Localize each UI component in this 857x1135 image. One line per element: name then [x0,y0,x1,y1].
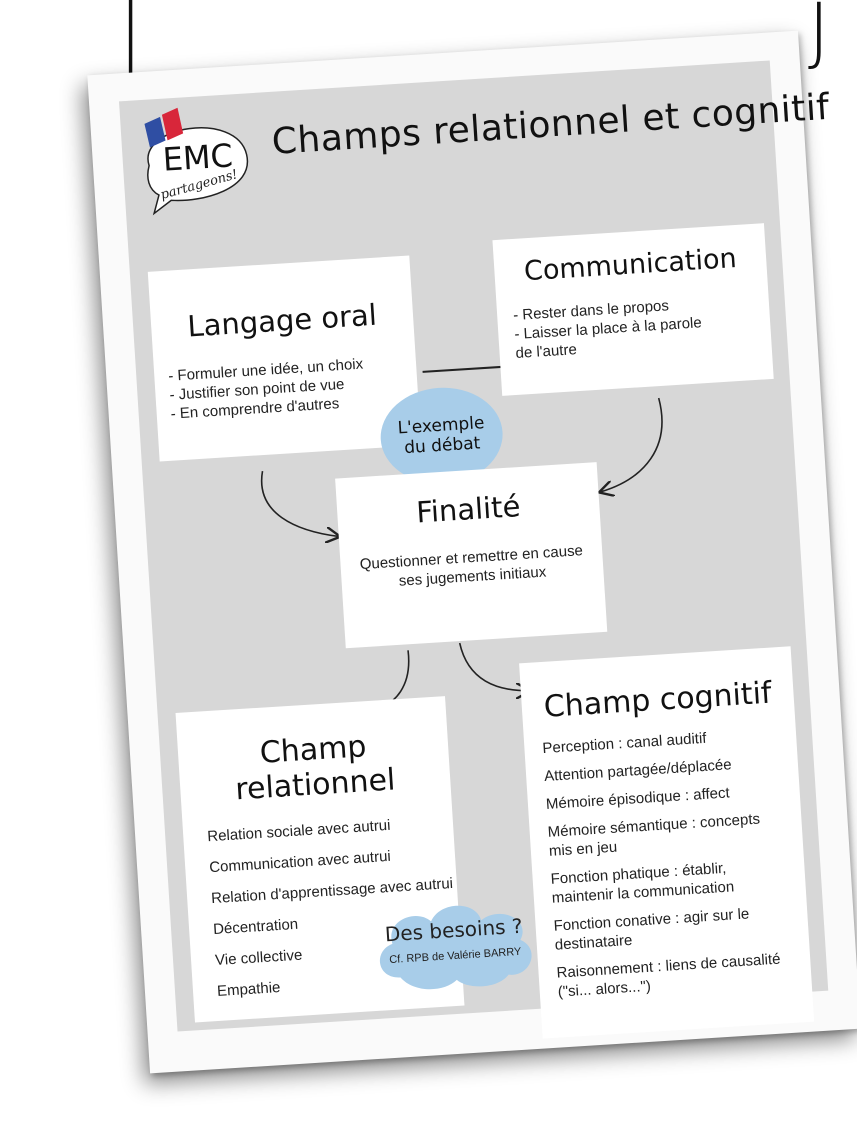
list-item: Perception : canal auditif [541,729,707,758]
top-handwriting-fragment-right: J [808,0,830,74]
top-handwriting-fragment-left: | [118,0,143,74]
arrow-communication-to-finalite [595,397,663,492]
flag-red-icon [161,107,184,141]
list-item: Attention partagée/déplacée [543,756,733,786]
arrow-langage-to-finalite [260,470,339,541]
needs-cloud: Des besoins ? Cf. RPB de Valérie BARRY [366,891,544,998]
list-item: Mémoire épisodique : affect [545,784,731,813]
finalite-box: Finalité Questionner et remettre en caus… [335,462,608,649]
cloud-icon [379,905,532,990]
list-item: Mémoire sémantique : concepts mis en jeu [547,810,761,860]
poster-sheet: EMC partageons! Champs relationnel et co… [87,30,857,1074]
arrow-finalite-to-cognitif [458,642,529,695]
list-item: Fonction phatique : établir, maintenir l… [550,859,735,907]
logo-letters: EMC [162,136,234,178]
list-item: Relation sociale avec autrui [206,816,391,846]
list-item: Communication avec autrui [208,847,392,877]
emc-logo: EMC partageons! [144,107,249,216]
list-item: Fonction conative : agir sur le destinat… [553,905,750,954]
arrows-layer [260,397,663,1031]
poster-panel: EMC partageons! Champs relationnel et co… [119,60,831,1039]
champ-relationnel-heading: Champ relationnel [234,729,397,808]
champ-cognitif-box: Champ cognitif Perception : canal auditi… [519,646,815,1039]
champ-cognitif-list: Perception : canal auditif Attention par… [523,709,812,1003]
list-item: Raisonnement : liens de causalité ("si..… [556,950,781,1001]
flag-blue-icon [144,116,166,148]
communication-box: Communication - Rester dans le propos - … [492,223,774,396]
